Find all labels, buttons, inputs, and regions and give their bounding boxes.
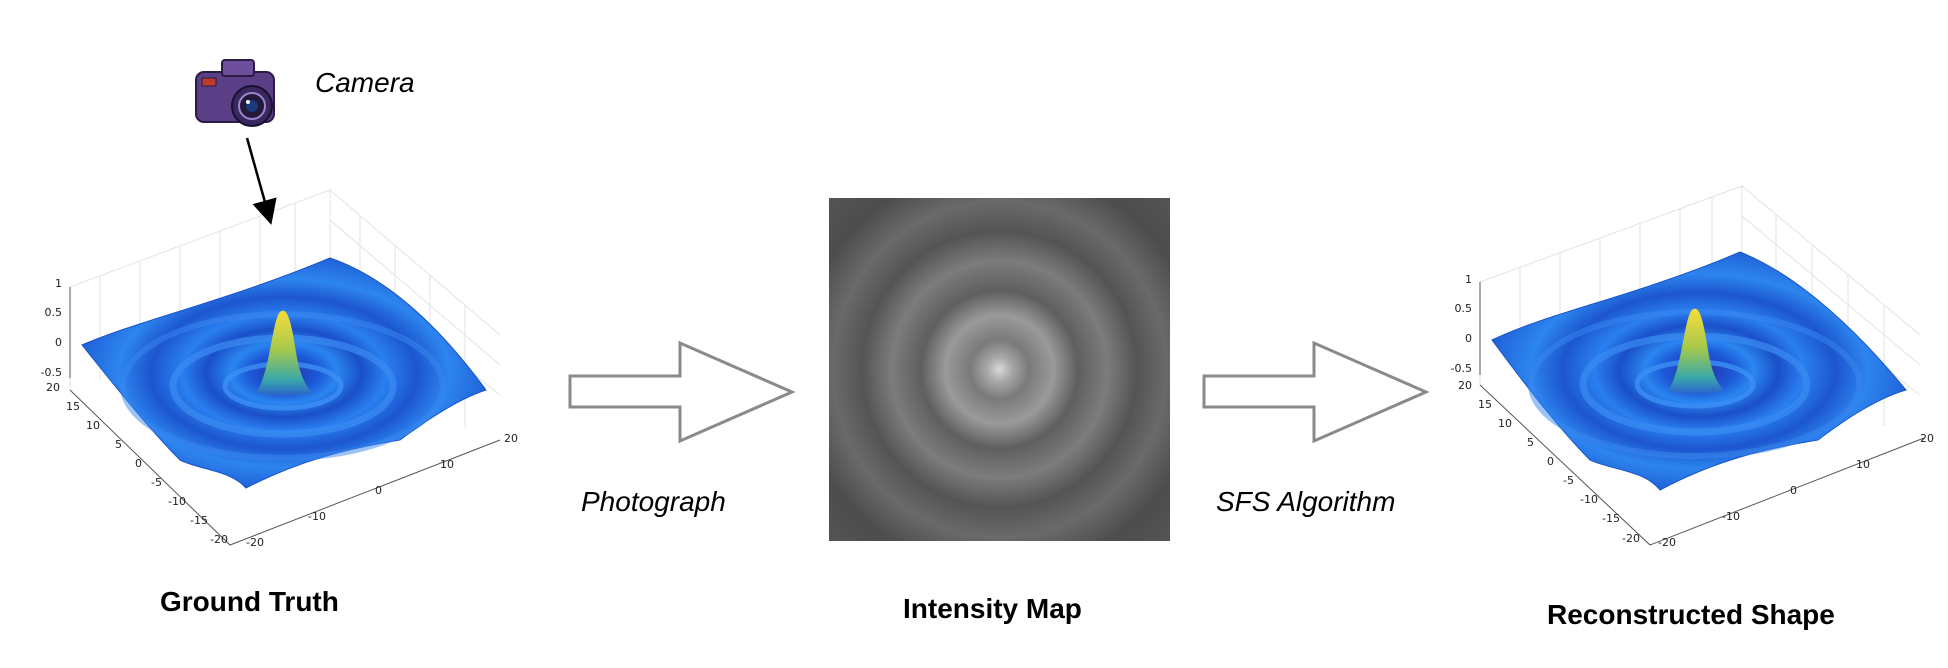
ground-truth-x-ticks: -20 -10 0 10 20 <box>246 432 518 549</box>
svg-text:0.5: 0.5 <box>45 306 63 319</box>
svg-text:-20: -20 <box>1658 536 1676 549</box>
svg-text:0: 0 <box>55 336 62 349</box>
reconstructed-axes <box>1479 282 1925 546</box>
svg-text:1: 1 <box>1465 273 1472 286</box>
svg-text:1: 1 <box>55 277 62 290</box>
svg-text:20: 20 <box>504 432 518 445</box>
intensity-map-caption: Intensity Map <box>903 593 1082 624</box>
svg-text:20: 20 <box>1920 432 1934 445</box>
ground-truth-z-ticks: 1 0.5 0 -0.5 <box>41 277 62 379</box>
svg-text:0: 0 <box>1547 455 1554 468</box>
reconstructed-caption: Reconstructed Shape <box>1547 599 1835 630</box>
reconstructed-peak <box>1668 308 1724 395</box>
camera-label: Camera <box>315 67 415 98</box>
svg-text:5: 5 <box>115 438 122 451</box>
svg-text:-10: -10 <box>308 510 326 523</box>
reconstructed-plot: 1 0.5 0 -0.5 20 15 10 5 0 -5 -10 -15 -20… <box>1451 185 1934 549</box>
svg-text:15: 15 <box>66 400 80 413</box>
svg-text:-5: -5 <box>151 476 162 489</box>
svg-text:10: 10 <box>1498 417 1512 430</box>
svg-text:20: 20 <box>1458 379 1472 392</box>
svg-text:-20: -20 <box>246 536 264 549</box>
svg-text:-20: -20 <box>1622 532 1640 545</box>
camera-view-arrow <box>245 137 277 225</box>
svg-text:-10: -10 <box>1580 493 1598 506</box>
svg-text:-15: -15 <box>1602 512 1620 525</box>
svg-text:-0.5: -0.5 <box>41 366 62 379</box>
svg-text:10: 10 <box>86 419 100 432</box>
camera-icon <box>195 59 275 127</box>
svg-text:10: 10 <box>440 458 454 471</box>
svg-text:-10: -10 <box>168 495 186 508</box>
intensity-map-image <box>829 198 1170 541</box>
ground-truth-y-ticks: 20 15 10 5 0 -5 -10 -15 -20 <box>46 381 228 546</box>
svg-text:20: 20 <box>46 381 60 394</box>
svg-text:10: 10 <box>1856 458 1870 471</box>
sfs-algorithm-label: SFS Algorithm <box>1216 486 1395 517</box>
reconstructed-z-ticks: 1 0.5 0 -0.5 <box>1451 273 1472 375</box>
svg-text:-0.5: -0.5 <box>1451 362 1472 375</box>
svg-text:15: 15 <box>1478 398 1492 411</box>
ground-truth-caption: Ground Truth <box>160 586 339 617</box>
reconstructed-x-ticks: -20 -10 0 10 20 <box>1658 432 1934 549</box>
svg-text:-10: -10 <box>1722 510 1740 523</box>
sfs-arrow <box>1202 340 1430 444</box>
svg-text:-20: -20 <box>210 533 228 546</box>
svg-text:0: 0 <box>1790 484 1797 497</box>
photograph-arrow <box>568 340 796 444</box>
svg-text:0: 0 <box>1465 332 1472 345</box>
reconstructed-y-ticks: 20 15 10 5 0 -5 -10 -15 -20 <box>1458 379 1640 545</box>
svg-text:-15: -15 <box>190 514 208 527</box>
svg-text:0.5: 0.5 <box>1455 302 1473 315</box>
ground-truth-axes <box>69 287 501 546</box>
svg-text:5: 5 <box>1527 436 1534 449</box>
svg-text:0: 0 <box>135 457 142 470</box>
photograph-label: Photograph <box>581 486 726 517</box>
svg-text:-5: -5 <box>1563 474 1574 487</box>
ground-truth-plot: 1 0.5 0 -0.5 20 15 10 5 0 -5 -10 -15 -20… <box>41 189 518 549</box>
svg-text:0: 0 <box>375 484 382 497</box>
ground-truth-peak <box>256 310 312 397</box>
